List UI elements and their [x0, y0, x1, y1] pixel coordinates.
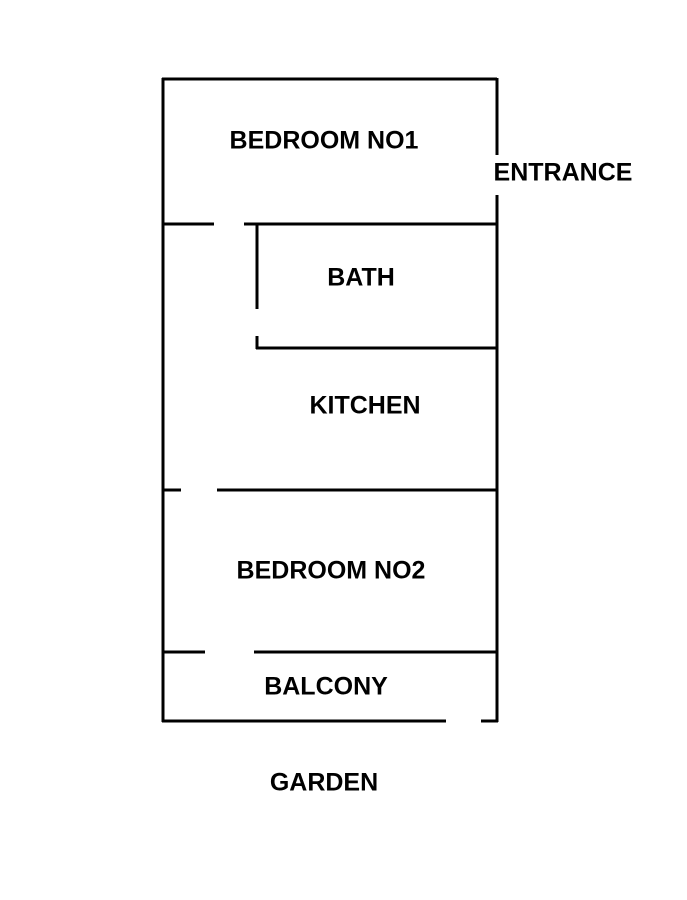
outer-walls: [161, 77, 499, 723]
bedroom1-label: BEDROOM NO1: [230, 127, 419, 155]
interior-walls: [163, 222, 497, 654]
balcony-label: BALCONY: [264, 673, 388, 701]
room-labels: BEDROOM NO1 BATH KITCHEN BEDROOM NO2 BAL…: [230, 127, 426, 701]
bedroom2-label: BEDROOM NO2: [237, 557, 426, 585]
garden-label: GARDEN: [270, 769, 378, 797]
kitchen-label: KITCHEN: [309, 392, 420, 420]
bath-label: BATH: [327, 264, 395, 292]
outside-labels: ENTRANCE GARDEN: [270, 159, 633, 797]
entrance-label: ENTRANCE: [494, 159, 633, 187]
